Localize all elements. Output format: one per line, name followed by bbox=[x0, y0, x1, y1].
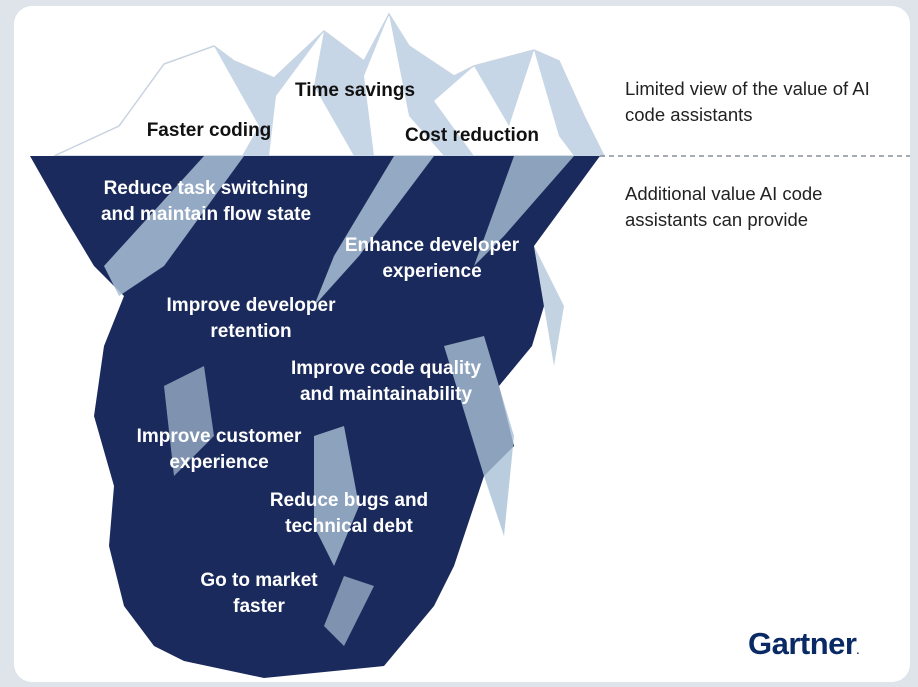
label-improve-code-quality: Improve code quality and maintainability bbox=[290, 358, 482, 405]
diagram-card: Time savings Faster coding Cost reductio… bbox=[14, 6, 910, 682]
ice-facet bbox=[324, 576, 374, 646]
ice-facet bbox=[444, 336, 514, 536]
logo-registered-dot: . bbox=[856, 646, 859, 657]
label-cost-reduction: Cost reduction bbox=[404, 125, 540, 146]
label-time-savings: Time savings bbox=[294, 80, 416, 101]
ice-facet bbox=[314, 156, 434, 306]
label-reduce-bugs: Reduce bugs and technical debt bbox=[269, 490, 429, 537]
side-label-additional-value: Additional value AI code assistants can … bbox=[625, 183, 823, 230]
side-label-limited-view: Limited view of the value of AI code ass… bbox=[625, 78, 870, 125]
label-improve-customer-experience: Improve customer experience bbox=[136, 426, 302, 473]
ice-facet bbox=[474, 156, 574, 266]
label-reduce-task-switching: Reduce task switching and maintain flow … bbox=[100, 178, 312, 225]
ice-facet bbox=[314, 426, 359, 566]
ice-facet bbox=[534, 246, 564, 366]
label-enhance-developer-experience: Enhance developer experience bbox=[344, 235, 520, 282]
ice-facet bbox=[104, 156, 244, 296]
label-improve-developer-retention: Improve developer retention bbox=[166, 295, 336, 342]
label-go-to-market: Go to market faster bbox=[200, 570, 318, 617]
gartner-logo-text: Gartner bbox=[748, 626, 857, 661]
iceberg-tip-shade bbox=[214, 14, 604, 156]
gartner-logo: Gartner. bbox=[748, 626, 859, 662]
iceberg-graphic bbox=[30, 12, 910, 678]
iceberg-body bbox=[30, 156, 600, 678]
ice-facet bbox=[164, 366, 214, 476]
label-faster-coding: Faster coding bbox=[146, 120, 272, 141]
